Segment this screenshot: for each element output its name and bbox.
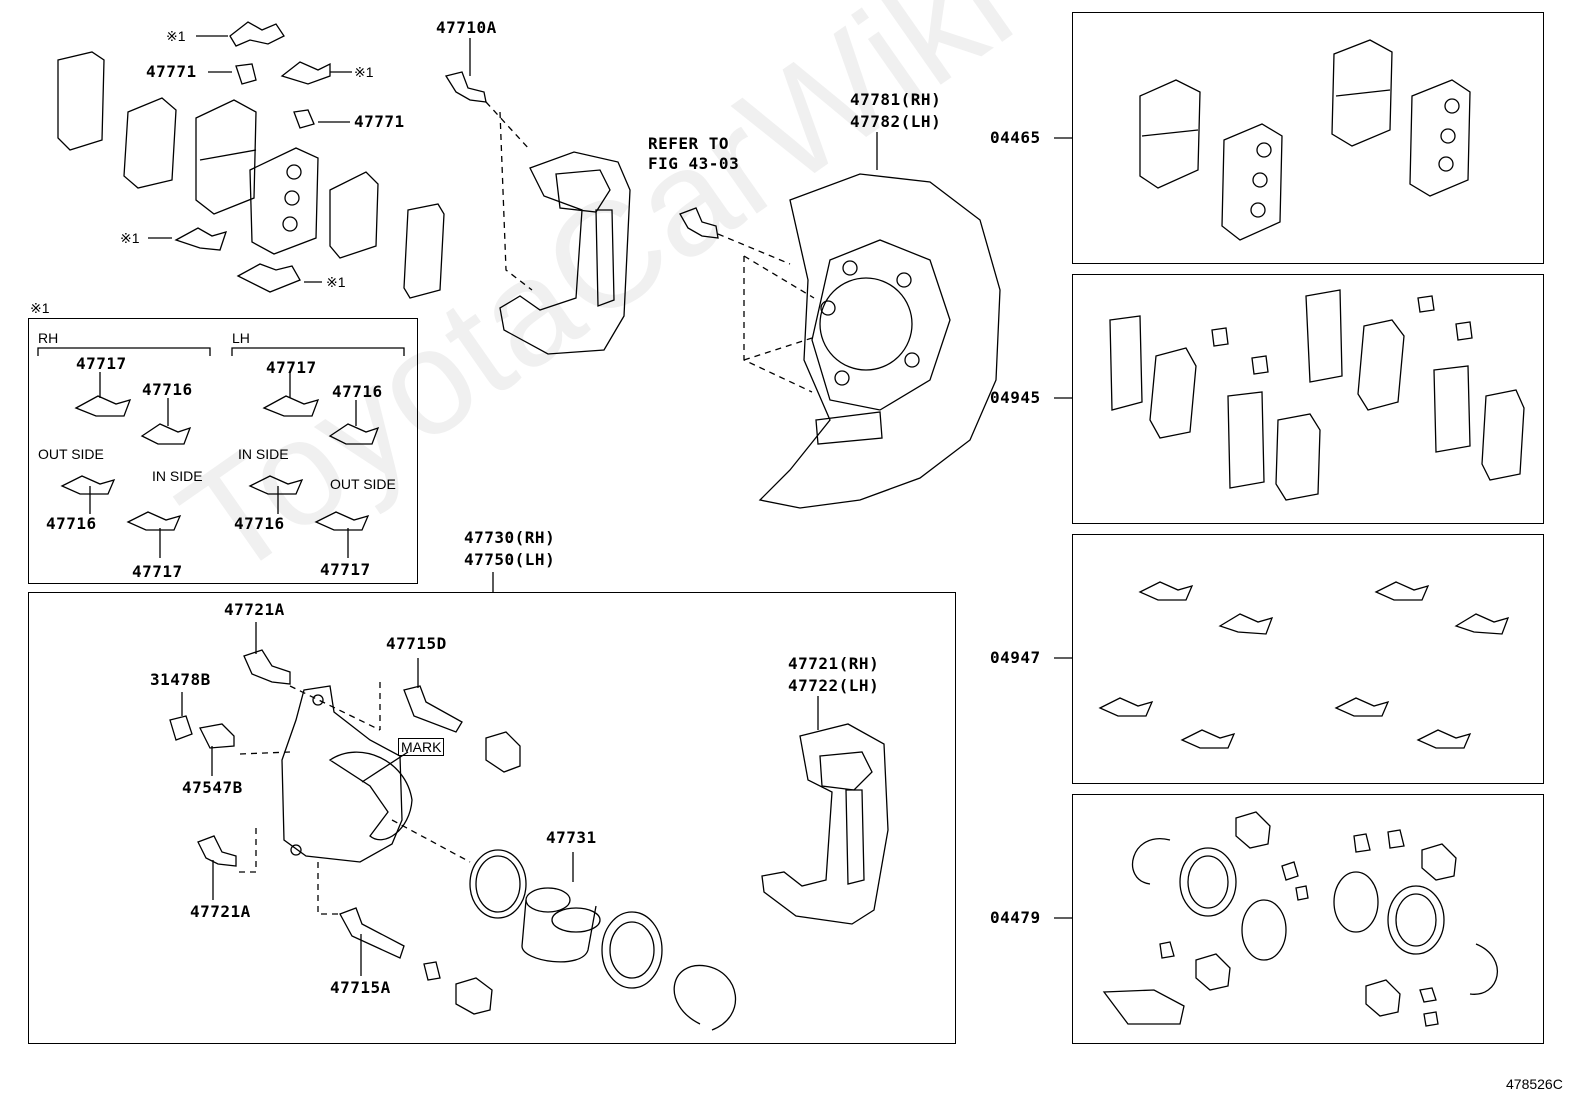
label-refer-line1[interactable]: REFER TO xyxy=(648,134,730,153)
piston-boot xyxy=(601,911,663,989)
small-boot xyxy=(423,961,441,981)
label-47547B[interactable]: 47547B xyxy=(182,778,243,797)
label-47715D[interactable]: 47715D xyxy=(386,634,447,653)
label-47782[interactable]: 47782(LH) xyxy=(850,112,942,131)
inset-rh-in-side: IN SIDE xyxy=(152,468,203,484)
brake-pads-top-left xyxy=(57,51,445,299)
mark-note-1c: ※1 xyxy=(120,230,140,246)
guide-pin-47715A xyxy=(339,907,405,959)
leader-lines xyxy=(148,35,1072,976)
label-47721A-bot[interactable]: 47721A xyxy=(190,902,251,921)
inset-lh-in-side: IN SIDE xyxy=(238,446,289,462)
inset-rh: RH xyxy=(38,330,59,346)
inset-lh: LH xyxy=(232,330,250,346)
inset-rh-47716-bot[interactable]: 47716 xyxy=(46,514,97,533)
inset-lh-47717-top[interactable]: 47717 xyxy=(266,358,317,377)
diagram-code: 478526C xyxy=(1506,1076,1563,1092)
cap-31478B xyxy=(169,715,193,741)
clips-top-left xyxy=(174,21,331,293)
label-refer-line2[interactable]: FIG 43-03 xyxy=(648,154,740,173)
bolt-47721A-bot xyxy=(197,835,237,867)
inset-rh-out-side: OUT SIDE xyxy=(38,446,104,462)
caliper-bracket-top xyxy=(499,151,631,355)
kit-box-04945 xyxy=(1072,274,1544,524)
mounting-bolt-47710A xyxy=(444,71,487,103)
label-47731[interactable]: 47731 xyxy=(546,828,597,847)
label-47750[interactable]: 47750(LH) xyxy=(464,550,556,569)
mark-note-box: ※1 xyxy=(30,300,50,316)
kit-04479-seals xyxy=(1102,811,1498,1027)
inset-lh-47716-bot[interactable]: 47716 xyxy=(234,514,285,533)
mark-note-1d: ※1 xyxy=(326,274,346,290)
kit-box-04465 xyxy=(1072,12,1544,264)
seal-ring xyxy=(469,849,527,919)
label-47771-a[interactable]: 47771 xyxy=(146,62,197,81)
label-47722[interactable]: 47722(LH) xyxy=(788,676,880,695)
caliper-body xyxy=(281,685,413,863)
dust-shield xyxy=(758,173,1001,509)
label-04947[interactable]: 04947 xyxy=(990,648,1041,667)
piston-47731 xyxy=(521,887,601,963)
label-31478B[interactable]: 31478B xyxy=(150,670,211,689)
label-04465[interactable]: 04465 xyxy=(990,128,1041,147)
inset-lh-47716-top[interactable]: 47716 xyxy=(332,382,383,401)
inset-lh-out-side: OUT SIDE xyxy=(330,476,396,492)
caliper-bracket-right xyxy=(761,723,889,925)
set-ring xyxy=(673,964,737,1031)
boot-bottom xyxy=(455,977,493,1015)
label-47715A[interactable]: 47715A xyxy=(330,978,391,997)
bolt-47721A-top xyxy=(243,649,291,685)
mark-note-1a: ※1 xyxy=(166,28,186,44)
kit-box-04947 xyxy=(1072,534,1544,784)
label-47771-b[interactable]: 47771 xyxy=(354,112,405,131)
guide-pin-47715D xyxy=(403,685,463,733)
label-04479[interactable]: 04479 xyxy=(990,908,1041,927)
label-mark: MARK xyxy=(398,738,445,756)
caliper-assembly-box xyxy=(28,592,956,1044)
label-47710A[interactable]: 47710A xyxy=(436,18,497,37)
bolt-refer xyxy=(679,207,719,239)
label-04945[interactable]: 04945 xyxy=(990,388,1041,407)
label-47730[interactable]: 47730(RH) xyxy=(464,528,556,547)
label-47721A-top[interactable]: 47721A xyxy=(224,600,285,619)
boot-top xyxy=(485,731,521,773)
kit-box-04479 xyxy=(1072,794,1544,1044)
inset-box-shims xyxy=(28,318,418,584)
kit-04945-shims xyxy=(1109,289,1525,501)
dashed-bolt-leaders xyxy=(236,101,815,915)
inset-rh-47717-bot[interactable]: 47717 xyxy=(132,562,183,581)
kit-04465-pads xyxy=(1139,39,1471,241)
inset-shims xyxy=(60,395,380,531)
inset-rh-47716-top[interactable]: 47716 xyxy=(142,380,193,399)
inset-lh-47717-bot[interactable]: 47717 xyxy=(320,560,371,579)
inset-brackets xyxy=(37,347,405,558)
mark-note-1b: ※1 xyxy=(354,64,374,80)
inset-rh-47717-top[interactable]: 47717 xyxy=(76,354,127,373)
label-47721[interactable]: 47721(RH) xyxy=(788,654,880,673)
label-47781[interactable]: 47781(RH) xyxy=(850,90,942,109)
bleeder-47547B xyxy=(199,723,235,749)
kit-04947-clips xyxy=(1098,581,1510,749)
